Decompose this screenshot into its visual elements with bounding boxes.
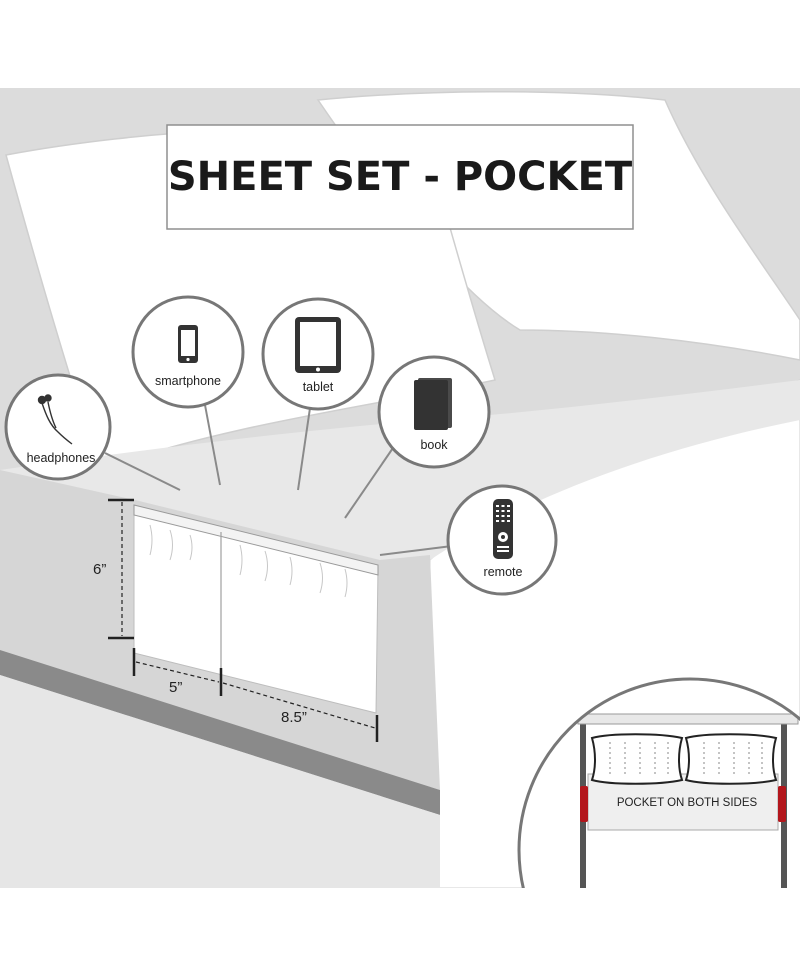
bed-base-strip xyxy=(0,650,440,815)
inset-pillows xyxy=(590,733,778,785)
pocket-gathers xyxy=(149,524,348,598)
dimension-right-width: 8.5” xyxy=(281,709,307,726)
item-remote: remote xyxy=(446,484,558,596)
inset-caption: POCKET ON BOTH SIDES xyxy=(617,797,758,809)
smartphone-label: smartphone xyxy=(155,374,221,388)
side-pocket-left xyxy=(580,786,588,822)
item-tablet: tablet xyxy=(261,297,375,411)
tablet-label: tablet xyxy=(303,380,334,394)
item-headphones: headphones xyxy=(4,373,112,481)
item-smartphone: smartphone xyxy=(131,295,245,409)
pocket-band xyxy=(133,504,379,576)
dimension-left-width: 5” xyxy=(169,679,182,696)
remote-icon xyxy=(493,499,513,559)
title-box: SHEET SET - POCKET xyxy=(166,124,634,230)
frame-mask-bottom xyxy=(0,888,800,978)
page-title: SHEET SET - POCKET xyxy=(168,154,633,200)
pocket xyxy=(133,504,379,714)
item-book: book xyxy=(377,355,491,469)
bed-base-shadow xyxy=(0,675,440,888)
mattress-top xyxy=(0,380,800,560)
side-pocket-right xyxy=(778,786,786,822)
remote-label: remote xyxy=(484,565,523,579)
headphones-icon xyxy=(37,394,73,445)
dimension-height: 6” xyxy=(93,561,106,578)
tablet-icon xyxy=(295,317,341,373)
inset-bed-view: POCKET ON BOTH SIDES xyxy=(519,679,800,892)
pointer-lines xyxy=(104,404,461,556)
headphones-label: headphones xyxy=(27,451,96,465)
smartphone-icon xyxy=(178,325,198,363)
dimension-lines xyxy=(108,498,379,742)
book-label: book xyxy=(420,438,448,452)
headboard-top xyxy=(577,713,799,725)
inset-circle-border xyxy=(517,677,800,978)
book-icon xyxy=(414,378,452,430)
inset-pillow-stitching xyxy=(609,742,763,776)
